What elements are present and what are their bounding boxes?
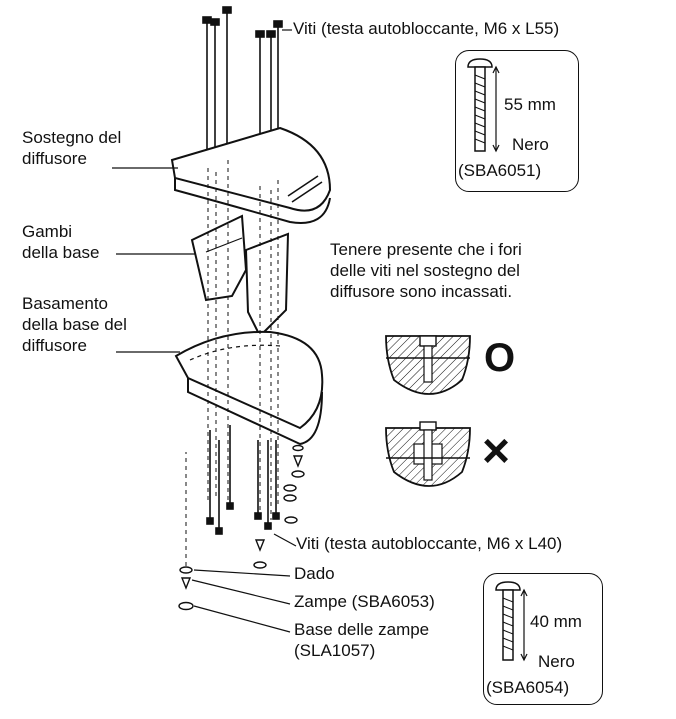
screw-bottom-6 [272,440,280,520]
wrong-section [385,421,471,487]
label-stand-base-2: della base del [22,315,127,334]
label-feet-base-1: Base delle zampe [294,620,430,639]
correct-mark: O [484,336,516,380]
screw-bottom-4 [254,440,262,520]
callout-bottom-length: 40 mm [530,612,582,631]
label-feet: Zampe (SBA6053) [294,592,435,611]
bottom-leaders [185,452,291,633]
label-screws-bottom: Viti (testa autobloccante, M6 x L40) [296,534,563,553]
callout-bottom-screw: 40 mm Nero (SBA6054) [483,573,603,705]
base-legs [190,214,290,338]
label-feet-base-2: (SLA1057) [294,641,376,660]
label-speaker-support-1: Sostegno del [22,128,122,147]
note-line-3: diffusore sono incassati. [330,282,513,301]
screw-top-3 [222,6,232,160]
top-screws [202,6,283,190]
callout-top-length: 55 mm [504,95,556,114]
speaker-support [170,126,332,224]
label-stand-base-1: Basamento [22,294,108,313]
label-base-legs-2: della base [22,243,100,262]
screw-icon-55 [467,58,500,153]
note-line-2: delle viti nel sostegno del [330,261,520,280]
foot-right-1 [291,444,305,478]
stand-base [174,330,324,446]
screw-icon-40 [495,581,528,662]
label-speaker-support-2: diffusore [22,149,87,168]
correct-section [385,335,471,395]
guide-lines [207,160,279,520]
screw-top-1 [202,16,212,168]
leader-nut [193,569,291,577]
label-stand-base-3: diffusore [22,336,87,355]
label-base-legs-1: Gambi [22,222,73,241]
screw-bottom-5 [264,440,272,530]
callout-top-screw: 55 mm Nero (SBA6051) [455,50,579,192]
label-nut: Dado [294,564,335,583]
callout-top-code: (SBA6051) [458,161,542,180]
screw-bottom-1 [206,430,214,525]
foot-mid [253,539,267,569]
screw-bottom-3 [226,425,234,510]
note-line-1: Tenere presente che i fori [330,240,522,259]
wrong-mark: × [482,425,511,478]
callout-bottom-color: Nero [538,652,575,671]
nut-right [284,516,298,524]
bottom-screws [206,425,280,535]
leader-screws-bottom [273,533,297,547]
callout-bottom-code: (SBA6054) [486,678,570,697]
label-screws-top: Viti (testa autobloccante, M6 x L55) [293,19,560,38]
screw-bottom-2 [215,440,223,535]
callout-top-color: Nero [512,135,549,154]
foot-left [178,566,194,611]
foot-right-2 [283,484,297,502]
feet-and-nuts [178,444,305,611]
